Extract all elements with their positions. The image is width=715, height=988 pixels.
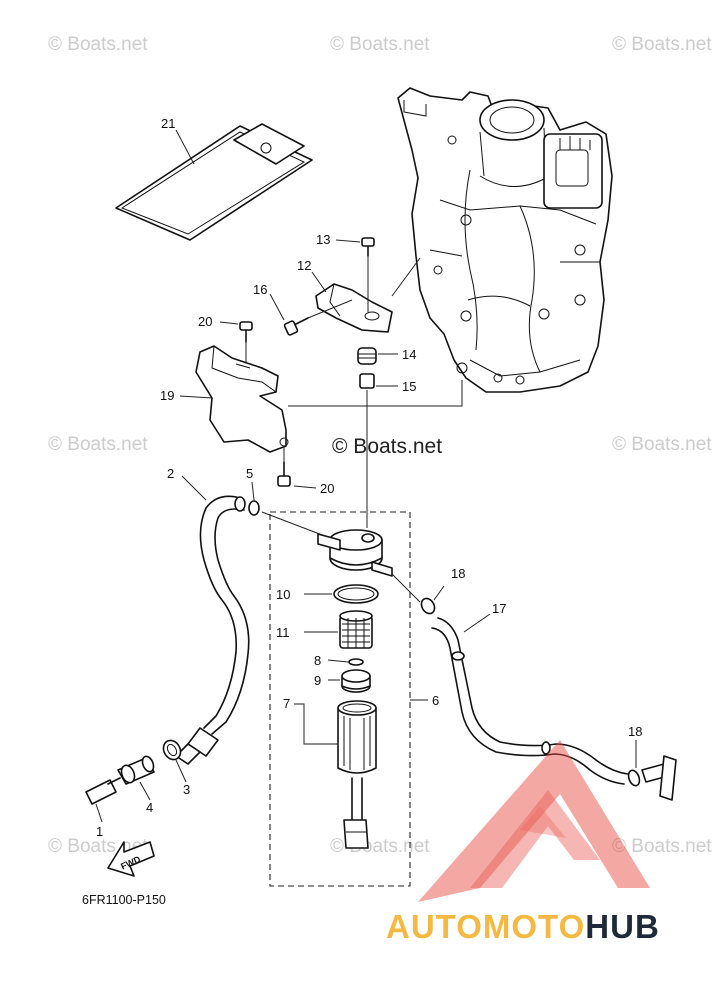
callout-18-upper: 18	[451, 566, 465, 581]
callout-14: 14	[402, 347, 416, 362]
callout-12: 12	[297, 258, 311, 273]
part-4-connector: 4	[117, 755, 155, 815]
watermark-top-center: © Boats.net	[330, 34, 430, 55]
tee-fitting	[641, 755, 677, 801]
part-20-bolt-bottom: 20	[277, 446, 334, 496]
part-15-collar: 15	[359, 373, 416, 528]
filter-head	[317, 529, 421, 603]
logo-triangle-icon	[418, 740, 650, 902]
fwd-arrow: FWD	[107, 841, 155, 877]
callout-5: 5	[246, 466, 253, 481]
watermark-mid-left: © Boats.net	[48, 434, 148, 455]
part-21-bag: 21	[115, 116, 313, 241]
callout-3: 3	[183, 782, 190, 797]
part-2-hose: 2	[167, 466, 250, 735]
callout-13: 13	[316, 232, 330, 247]
part-10-oring: 10	[276, 584, 379, 604]
watermark-top-right: © Boats.net	[612, 34, 712, 55]
callout-8: 8	[314, 653, 321, 668]
hose-fitting-left	[175, 727, 219, 765]
part-1-fitting: 1	[85, 777, 121, 839]
callout-4: 4	[146, 800, 153, 815]
callout-16: 16	[253, 282, 267, 297]
part-19-plate: 19	[160, 345, 463, 453]
callout-11: 11	[276, 625, 290, 640]
callout-15: 15	[402, 379, 416, 394]
part-16-bolt: 16	[253, 282, 353, 336]
part-3-clamp: 3	[162, 739, 190, 797]
watermark-bottom-right: © Boats.net	[612, 836, 712, 857]
part-13-bolt: 13	[316, 232, 375, 312]
callout-6: 6	[432, 693, 439, 708]
callout-10: 10	[276, 587, 290, 602]
part-11-element: 11	[276, 610, 373, 649]
callout-1: 1	[96, 824, 103, 839]
engine-block	[397, 87, 613, 393]
callout-7: 7	[283, 696, 290, 711]
part-18-clip-lower: 18	[627, 724, 642, 787]
callout-20-bottom: 20	[320, 481, 334, 496]
watermark-mid-right: © Boats.net	[612, 434, 712, 455]
part-17-hose: 17	[431, 601, 629, 785]
callout-17: 17	[492, 601, 506, 616]
callout-21: 21	[161, 116, 175, 131]
automotohub-logo	[418, 740, 650, 902]
callout-18-lower: 18	[628, 724, 642, 739]
brand-part-b: HUB	[585, 908, 660, 945]
drawing-code: 6FR1100-P150	[82, 893, 166, 907]
part-12-bracket: 12	[297, 257, 421, 333]
center-watermark: © Boats.net	[332, 435, 442, 458]
callout-2: 2	[167, 466, 174, 481]
part-6-filter-assembly: 6	[269, 511, 439, 887]
callout-9: 9	[314, 673, 321, 688]
part-9-float: 9	[314, 669, 371, 693]
brand-wordmark: AUTOMOTOHUB	[386, 908, 660, 945]
part-7-cup: 7	[283, 696, 377, 849]
part-18-clip-upper: 18	[420, 566, 465, 615]
callout-19: 19	[160, 388, 174, 403]
brand-part-a: AUTOMOTO	[386, 908, 585, 945]
part-8-small-ring: 8	[314, 653, 364, 668]
part-14-grommet: 14	[357, 347, 416, 365]
watermark-top-left: © Boats.net	[48, 34, 148, 55]
callout-20-top: 20	[198, 314, 212, 329]
